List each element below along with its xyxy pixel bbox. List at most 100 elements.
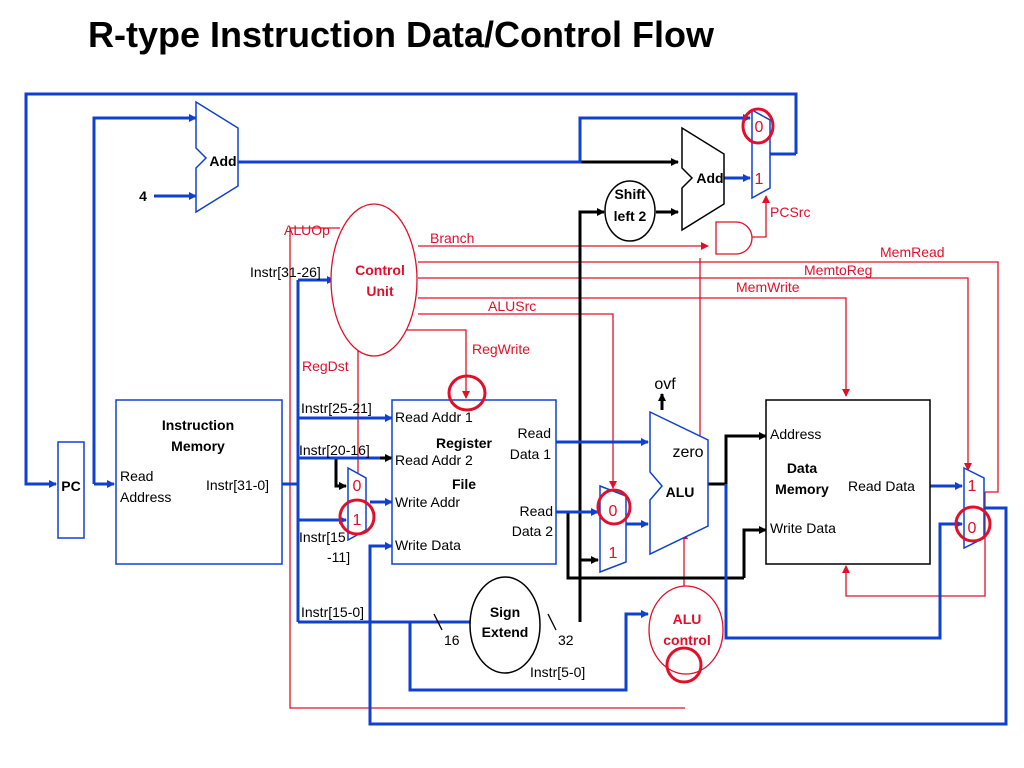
signal-memread: MemRead — [880, 244, 945, 260]
memwrite-wire — [418, 297, 850, 397]
alusrc-wire — [418, 313, 617, 489]
field-funct: Instr[5-0] — [530, 664, 585, 680]
alu-control — [648, 585, 724, 675]
datapath-wires — [24, 92, 1008, 726]
memtoreg-mux-top: 1 — [968, 478, 977, 495]
rf-read-data-2-line1: Read — [520, 503, 553, 519]
pc-label: PC — [61, 478, 80, 494]
sign-extend — [469, 576, 541, 674]
branch-and-gate — [715, 221, 753, 255]
register-file — [391, 399, 557, 565]
rf-write-data: Write Data — [395, 537, 461, 553]
memtoreg-mux-bottom: 0 — [968, 520, 977, 537]
alu-control-line2: control — [663, 632, 710, 648]
writeback-wire — [368, 506, 1008, 726]
signext-to-shift-wire — [578, 208, 605, 622]
highlight-alusrc-0 — [596, 488, 632, 526]
alu-label: ALU — [666, 484, 695, 500]
rf-title-line2: File — [452, 476, 476, 492]
field-rt: Instr[20-16] — [299, 442, 370, 458]
rf-read-data-1-line1: Read — [518, 425, 551, 441]
dm-write-data-wire — [742, 526, 767, 578]
dm-read-data: Read Data — [848, 478, 915, 494]
signal-aluop: ALUOp — [284, 222, 330, 238]
alu-to-dm-addr-wire — [708, 432, 767, 486]
signal-branch: Branch — [430, 230, 474, 246]
instruction-memory — [115, 399, 283, 565]
memread-to-dm-wire — [842, 492, 986, 597]
im-read-address-line1: Read — [120, 468, 153, 484]
width-32: 32 — [558, 632, 574, 648]
regdst-mux-top: 0 — [353, 478, 362, 495]
aluop-wire — [289, 227, 685, 709]
signal-regwrite: RegWrite — [472, 341, 530, 357]
field-opcode: Instr[31-26] — [250, 264, 321, 280]
signal-memtoreg: MemtoReg — [804, 262, 872, 278]
funct-wire — [408, 610, 649, 692]
sign-extend-line2: Extend — [482, 624, 529, 640]
dm-title-line1: Data — [787, 460, 818, 476]
signal-pcsrc: PCSrc — [770, 204, 810, 220]
rd2-to-dm-wire — [566, 512, 744, 580]
rf-read-data-2-line2: Data 2 — [512, 523, 553, 539]
highlight-pc-mux-0 — [741, 107, 775, 145]
shift-left-2 — [604, 180, 656, 242]
width-16: 16 — [444, 632, 460, 648]
pc-register — [57, 441, 85, 539]
page-title: R-type Instruction Data/Control Flow — [88, 14, 714, 55]
rf-read-data-1-line2: Data 1 — [510, 446, 551, 462]
rf-write-addr: Write Addr — [395, 494, 460, 510]
black-wires — [334, 158, 767, 622]
shift-line1: Shift — [614, 186, 645, 202]
rf-read-addr-1: Read Addr 1 — [395, 409, 473, 425]
width-slash-16 — [433, 613, 443, 631]
memtoreg-wire — [418, 277, 972, 471]
add-out-wire — [238, 114, 751, 164]
control-unit-line1: Control — [355, 262, 405, 278]
field-rd-line1: Instr[15 — [299, 529, 346, 545]
pc-mux-bottom: 1 — [755, 171, 764, 188]
pc-adder-label: Add — [209, 153, 236, 169]
const-four: 4 — [139, 188, 147, 204]
pc-mux-top: 0 — [755, 119, 764, 136]
width-slash-32 — [547, 613, 557, 631]
alu-to-memtoreg-wire — [724, 484, 963, 640]
dm-title-line2: Memory — [775, 481, 829, 497]
highlight-regwrite — [447, 374, 487, 412]
pc-to-add-wire — [92, 114, 197, 484]
control-wires — [289, 195, 999, 709]
highlight-memtoreg-0 — [954, 505, 992, 543]
pc-feedback-wire — [24, 92, 798, 488]
alusrc-mux-bottom: 1 — [609, 545, 618, 562]
data-memory — [765, 399, 931, 565]
field-rs: Instr[25-21] — [301, 400, 372, 416]
alusrc-mux — [599, 484, 627, 574]
regdst-mux-bottom: 1 — [353, 512, 362, 529]
sign-extend-line1: Sign — [490, 604, 520, 620]
alu — [649, 410, 709, 556]
rf-read-addr-2: Read Addr 2 — [395, 452, 473, 468]
branch-adder-label: Add — [696, 170, 723, 186]
and-to-pcsrc-wire — [752, 195, 770, 238]
dm-address: Address — [770, 426, 821, 442]
signal-alusrc: ALUSrc — [488, 298, 536, 314]
pc-adder — [195, 100, 239, 214]
field-imm: Instr[15-0] — [301, 604, 364, 620]
im-title-line1: Instruction — [162, 417, 234, 433]
control-unit-line2: Unit — [366, 283, 394, 299]
alu-zero: zero — [672, 444, 703, 461]
im-title-line2: Memory — [171, 438, 225, 454]
alusrc-mux-top: 0 — [609, 503, 618, 520]
control-unit — [330, 203, 418, 357]
signal-memwrite: MemWrite — [736, 279, 800, 295]
field-rd-line2: -11] — [327, 549, 350, 565]
im-output-label: Instr[31-0] — [206, 477, 269, 493]
rf-title-line1: Register — [436, 435, 493, 451]
branch-adder — [681, 126, 725, 232]
highlight-aluop — [665, 646, 703, 684]
memread-wire — [418, 261, 999, 493]
signal-regdst: RegDst — [302, 358, 349, 374]
highlight-circles — [338, 107, 992, 684]
shift-line2: left 2 — [614, 208, 647, 224]
